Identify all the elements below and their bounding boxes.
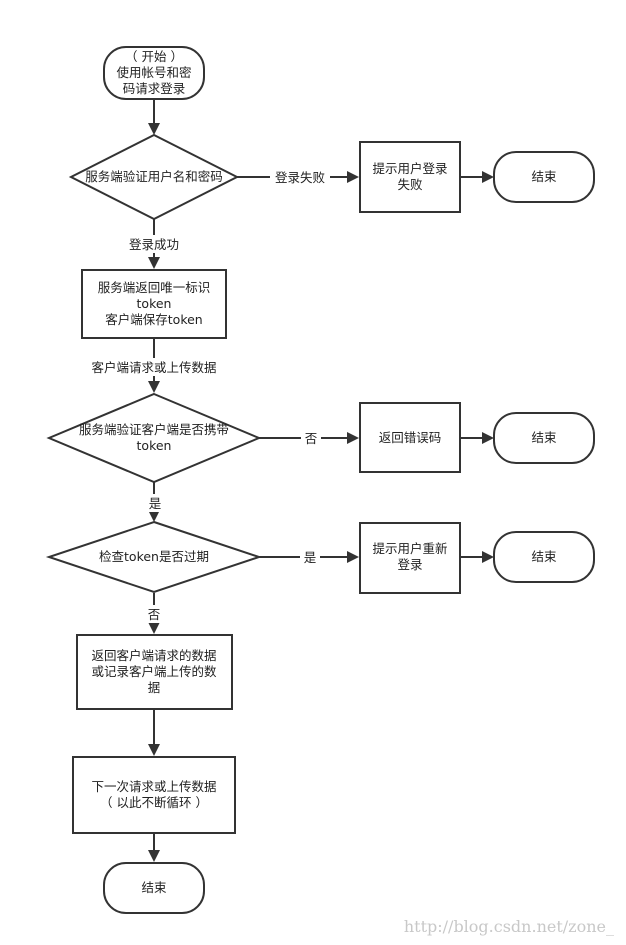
arrowhead: [148, 744, 160, 756]
arrowhead: [148, 850, 160, 862]
decision-token-expired-text: 检查token是否过期: [99, 549, 209, 564]
arrowhead: [148, 510, 160, 522]
process-next-request: 下一次请求或上传数据 （ 以此不断循环 ）: [72, 756, 236, 834]
decision-verify-credentials: 服务端验证用户名和密码: [68, 133, 240, 221]
process-return-token-line-1: 服务端返回唯一标识: [98, 280, 211, 295]
node-end-3: 结束: [493, 531, 595, 583]
connectors: [148, 100, 494, 862]
process-login-fail-line-1: 提示用户登录: [372, 161, 447, 176]
process-return-token-line-2: token: [137, 296, 172, 311]
arrowhead: [148, 123, 160, 135]
process-next-request-line-1: 下一次请求或上传数据: [91, 779, 216, 794]
arrowhead: [347, 551, 359, 563]
node-start-line-3: 码请求登录: [123, 81, 186, 96]
edge-label-login-success: 登录成功: [129, 237, 179, 252]
process-return-data-line-1: 返回客户端请求的数据: [91, 648, 216, 663]
process-login-fail: 提示用户登录 失败: [359, 141, 461, 213]
node-end-4: 结束: [103, 862, 205, 914]
edge-label-token-no: 否: [305, 431, 318, 446]
process-return-data-line-3: 据: [148, 680, 161, 695]
arrowhead: [347, 432, 359, 444]
edge-labels: 登录失败 登录成功 客户端请求或上传数据 否 是 是 否: [85, 168, 330, 623]
process-return-data-line-2: 或记录客户端上传的数: [91, 664, 217, 679]
arrowhead: [148, 622, 160, 634]
edge-label-login-failed: 登录失败: [275, 170, 326, 185]
arrowhead: [482, 432, 494, 444]
node-end-2: 结束: [493, 412, 595, 464]
edge-label-expired-no: 否: [148, 607, 161, 622]
arrowhead: [482, 551, 494, 563]
node-end-1: 结束: [493, 151, 595, 203]
process-relogin: 提示用户重新 登录: [359, 522, 461, 594]
arrowhead: [482, 171, 494, 183]
process-relogin-line-2: 登录: [397, 557, 422, 572]
node-end-1-text: 结束: [531, 169, 557, 184]
process-return-error: 返回错误码: [359, 402, 461, 473]
process-relogin-line-1: 提示用户重新: [372, 541, 447, 556]
node-start-line-2: 使用帐号和密: [116, 65, 191, 80]
node-start: （ 开始 ） 使用帐号和密 码请求登录: [103, 46, 205, 100]
edge-label-client-request: 客户端请求或上传数据: [91, 360, 216, 375]
node-end-2-text: 结束: [531, 430, 557, 445]
edge-label-token-yes: 是: [149, 496, 162, 511]
process-return-token-line-3: 客户端保存token: [105, 312, 202, 327]
decision-token-expired: 检查token是否过期: [45, 520, 263, 594]
edge-label-expired-yes: 是: [304, 550, 317, 565]
arrowhead: [347, 171, 359, 183]
arrowhead: [148, 381, 160, 393]
decision-token-present: 服务端验证客户端是否携带 token: [46, 392, 262, 484]
decision-token-present-line-2: token: [137, 438, 172, 453]
process-return-error-text: 返回错误码: [379, 430, 442, 445]
process-return-data: 返回客户端请求的数据 或记录客户端上传的数 据: [76, 634, 233, 710]
decision-verify-credentials-text: 服务端验证用户名和密码: [85, 169, 223, 184]
process-next-request-line-2: （ 以此不断循环 ）: [100, 795, 208, 810]
process-return-token: 服务端返回唯一标识 token 客户端保存token: [81, 269, 227, 339]
watermark-text: http://blog.csdn.net/zone_: [404, 917, 614, 936]
node-end-3-text: 结束: [531, 549, 557, 564]
node-start-line-1: （ 开始 ）: [125, 49, 183, 64]
node-end-4-text: 结束: [141, 880, 167, 895]
decision-token-present-line-1: 服务端验证客户端是否携带: [79, 422, 229, 437]
arrowhead: [148, 257, 160, 269]
process-login-fail-line-2: 失败: [397, 177, 423, 192]
